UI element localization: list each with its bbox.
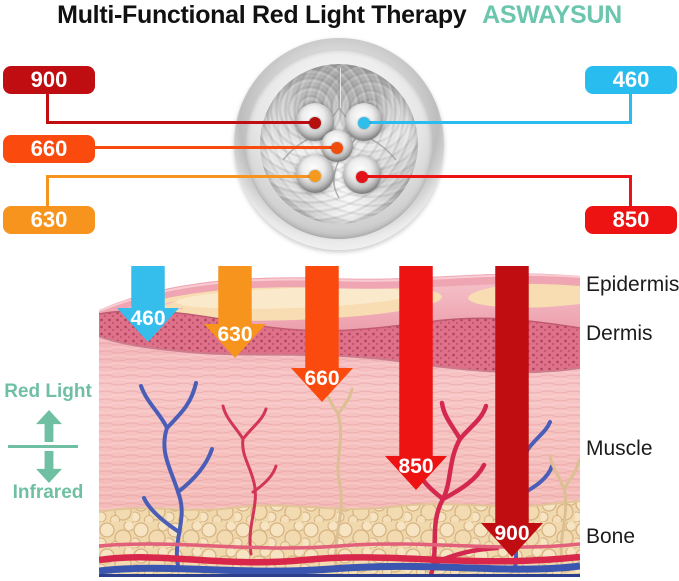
- arrow-down-icon: [36, 451, 62, 483]
- legend-red-light-label: Red Light: [4, 381, 92, 402]
- wavelength-badge-660: 660: [3, 135, 95, 163]
- title-main: Multi-Functional Red Light Therapy: [57, 1, 467, 29]
- legend-infrared-label: Infrared: [12, 482, 84, 503]
- connector-460-vertical: [629, 93, 632, 123]
- layer-label-epidermis: Epidermis: [586, 273, 679, 296]
- page-title: Multi-Functional Red Light Therapy ASWAY…: [0, 1, 679, 30]
- connector-630-horizontal: [46, 175, 316, 178]
- led-dot-900: [309, 117, 321, 129]
- connector-460-horizontal: [363, 121, 632, 124]
- layer-label-bone: Bone: [586, 525, 636, 548]
- wavelength-badge-630: 630: [3, 206, 95, 234]
- wavelength-badge-900: 900: [3, 66, 95, 94]
- connector-900-vertical: [46, 93, 49, 123]
- led-dot-460: [358, 117, 370, 129]
- led-dot-660: [331, 142, 343, 154]
- connector-850-horizontal: [362, 175, 632, 178]
- connector-900-horizontal: [46, 121, 316, 124]
- connector-660-horizontal: [94, 146, 338, 149]
- legend-divider: [8, 445, 78, 448]
- arrow-label-630: 630: [217, 323, 253, 346]
- arrow-label-850: 850: [398, 455, 434, 478]
- wavelength-badge-460: 460: [585, 66, 677, 94]
- layer-label-dermis: Dermis: [586, 322, 653, 345]
- connector-630-vertical: [46, 175, 49, 208]
- arrow-label-660: 660: [304, 367, 340, 390]
- arrow-up-icon: [36, 410, 62, 442]
- led-dot-850: [356, 171, 368, 183]
- connector-850-vertical: [629, 175, 632, 208]
- arrow-label-460: 460: [130, 307, 166, 330]
- layer-label-muscle: Muscle: [586, 437, 653, 460]
- led-dot-630: [309, 170, 321, 182]
- wavelength-badge-850: 850: [585, 206, 677, 234]
- brand-name: ASWAYSUN: [482, 1, 622, 29]
- arrow-label-900: 900: [494, 522, 530, 545]
- deep-vessels: [99, 542, 580, 577]
